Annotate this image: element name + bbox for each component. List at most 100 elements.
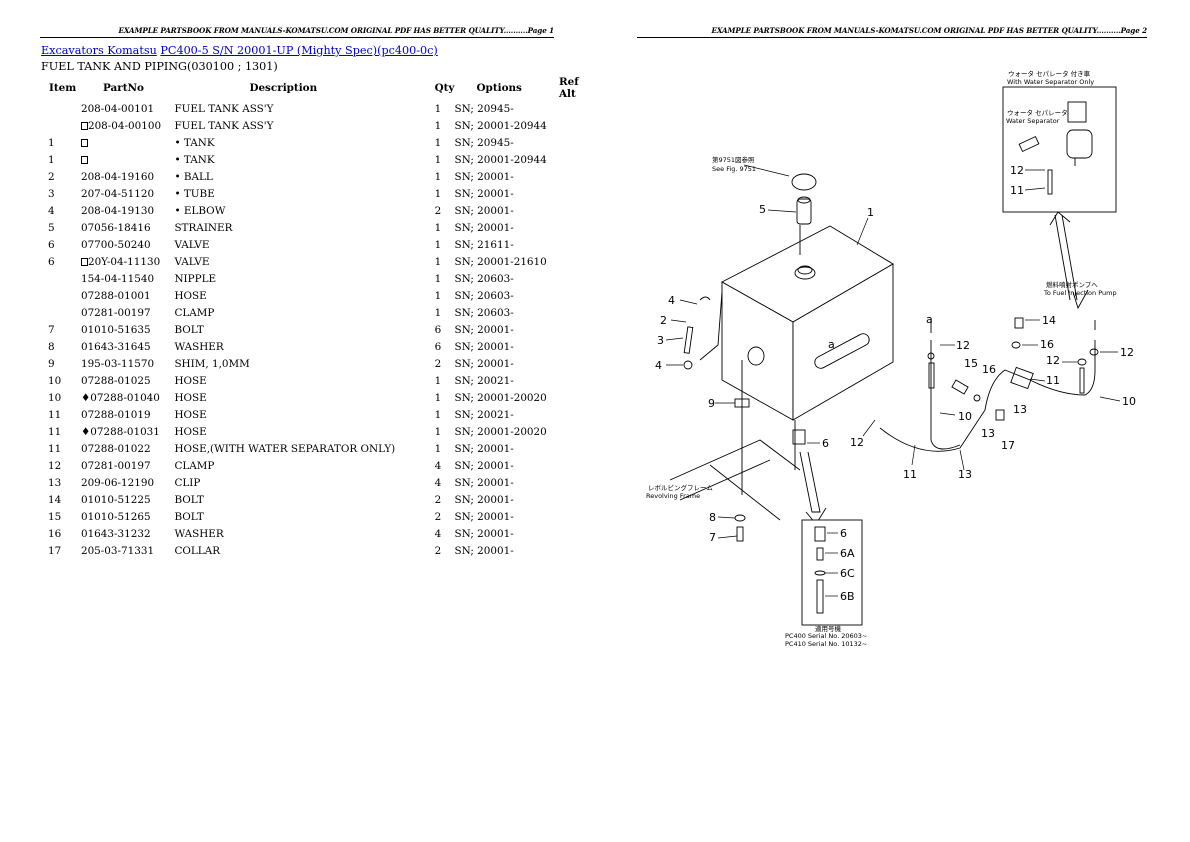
cell-options: SN; 20021- (454, 408, 514, 421)
cell-item (41, 117, 81, 134)
svg-text:6C: 6C (840, 567, 855, 580)
part-number: 01643-31232 (80, 527, 151, 540)
svg-text:1: 1 (867, 206, 874, 219)
cell-ref-alt (559, 236, 595, 253)
diagram-notes: 第9751図参照 See Fig. 9751 ウォータ セパレータ 付き車 Wi… (646, 69, 1117, 648)
cell-ref-alt (559, 117, 595, 134)
cell-ref-alt (559, 542, 595, 559)
cell-part-no: 01643-31645 (81, 338, 174, 355)
part-number: 01643-31645 (80, 340, 151, 353)
svg-text:a: a (828, 338, 835, 351)
cell-ref-alt (559, 100, 595, 117)
cell-qty: 1 (434, 221, 442, 234)
model-link[interactable]: PC400-5 S/N 20001-UP (Mighty Spec)(pc400… (160, 44, 438, 57)
cell-options: SN; 20945- (454, 102, 514, 115)
cell-ref-alt (559, 406, 595, 423)
svg-text:4: 4 (668, 294, 675, 307)
svg-text:7: 7 (709, 531, 716, 544)
cell-part-no: 208-04-19130 (81, 202, 174, 219)
cell-description: HOSE (174, 391, 207, 404)
section-title: FUEL TANK AND PIPING(030100 ; 1301) (41, 60, 278, 73)
cell-description: CLAMP (174, 306, 215, 319)
cell-qty: 1 (434, 289, 442, 302)
cell-part-no: 07056-18416 (81, 219, 174, 236)
cell-description: HOSE,(WITH WATER SEPARATOR ONLY) (174, 442, 396, 455)
cell-qty: 1 (434, 425, 442, 438)
cell-qty: 1 (434, 119, 442, 132)
svg-text:レボルビングフレーム: レボルビングフレーム (648, 483, 713, 492)
svg-text:16: 16 (982, 363, 996, 376)
cell-options: SN; 21611- (454, 238, 514, 251)
cell-options: SN; 20001-21610 (454, 255, 547, 268)
cell-ref-alt (559, 134, 595, 151)
part-number: 07288-01040 (90, 391, 160, 404)
cell-description: • TANK (174, 153, 215, 166)
cell-description: SHIM, 1,0MM (174, 357, 250, 370)
cell-part-no: 20Y-04-11130 (80, 253, 174, 270)
cell-description: FUEL TANK ASS'Y (174, 119, 274, 132)
cell-description: FUEL TANK ASS'Y (174, 102, 274, 115)
category-link[interactable]: Excavators Komatsu (41, 44, 157, 57)
cell-options: SN; 20001-20944 (454, 119, 547, 132)
cell-options: SN; 20001- (454, 170, 514, 183)
cell-part-no: 07288-01001 (81, 287, 174, 304)
cell-item: 11 (48, 442, 62, 455)
cell-part-no: 209-06-12190 (81, 474, 174, 491)
cell-ref-alt (559, 372, 595, 389)
cell-ref-alt (559, 474, 595, 491)
cell-part-no: 07700-50240 (81, 236, 174, 253)
header-description: Description (249, 82, 318, 94)
header-part-no: PartNo (102, 82, 144, 94)
cell-item: 4 (48, 204, 55, 217)
part-number: 208-04-00101 (80, 102, 155, 115)
cell-options: SN; 20001- (454, 204, 514, 217)
cell-qty: 2 (434, 544, 442, 557)
svg-text:12: 12 (1046, 354, 1060, 367)
part-number: 07056-18416 (80, 221, 151, 234)
part-number: 07288-01001 (80, 289, 151, 302)
cell-item: 6 (48, 255, 55, 268)
svg-text:13: 13 (958, 468, 972, 481)
cell-item: 1 (48, 136, 55, 149)
cell-ref-alt (559, 491, 595, 508)
cell-part-no: 207-04-51120 (81, 185, 174, 202)
cell-qty: 1 (434, 170, 442, 183)
svg-text:10: 10 (1122, 395, 1136, 408)
svg-text:5: 5 (759, 203, 766, 216)
cell-description: CLIP (174, 476, 201, 489)
cell-part-no: 205-03-71331 (81, 542, 174, 559)
cell-item: 14 (48, 493, 62, 506)
cell-description: HOSE (174, 289, 207, 302)
cell-qty: 1 (434, 374, 442, 387)
part-number: 07281-00197 (80, 459, 151, 472)
svg-text:See Fig. 9751: See Fig. 9751 (712, 165, 756, 173)
cell-description: HOSE (174, 425, 207, 438)
callout-labels: 1 5 4 2 3 4 9 6 8 7 12 12 10 11 13 15 16… (655, 164, 1136, 603)
svg-text:PC410 Serial No. 10132~: PC410 Serial No. 10132~ (785, 640, 867, 648)
callout-leaders (665, 164, 1121, 597)
cell-part-no: 208-04-00101 (81, 100, 174, 117)
cell-options: SN; 20001- (454, 510, 514, 523)
part-number: 205-03-71331 (80, 544, 155, 557)
cell-item: 10 (48, 391, 62, 404)
hose-piping-drawing (879, 317, 1099, 452)
cell-description: COLLAR (174, 544, 221, 557)
cell-qty: 1 (434, 442, 442, 455)
diamond-marker-icon: ♦ (80, 391, 91, 404)
cell-description: WASHER (174, 527, 224, 540)
cell-options: SN; 20001- (454, 187, 514, 200)
part-number: 07288-01019 (80, 408, 151, 421)
cell-qty: 2 (434, 204, 442, 217)
valve-detail-box (801, 519, 863, 626)
cell-item: 3 (48, 187, 55, 200)
